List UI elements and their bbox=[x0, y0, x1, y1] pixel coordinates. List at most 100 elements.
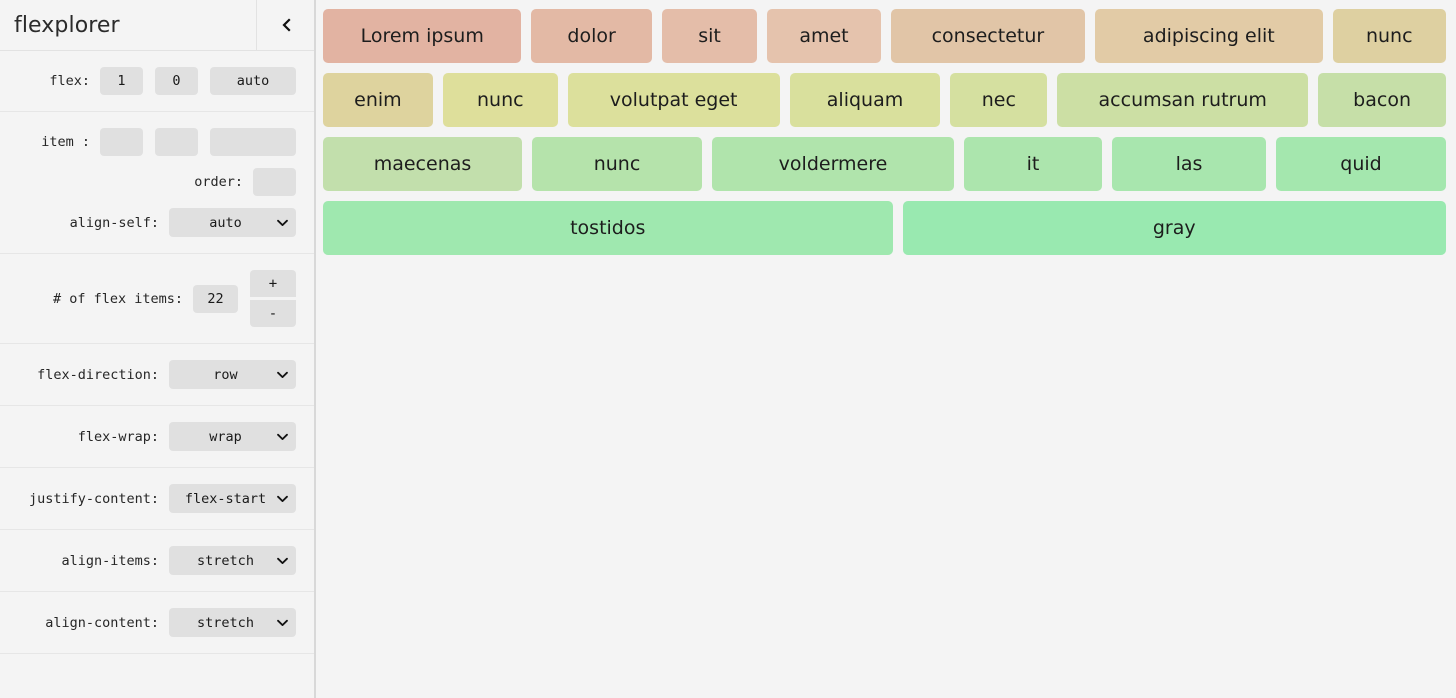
control-label: align-content: bbox=[45, 614, 159, 631]
flex-item-label: voldermere bbox=[778, 153, 888, 175]
controls-sidebar: flexplorer flex:item :order:align-self:a… bbox=[0, 0, 316, 698]
flex-item-label: enim bbox=[354, 89, 402, 111]
sidebar-section-flex-shorthand: flex: bbox=[0, 51, 314, 112]
sidebar-section-flex-item-count: # of flex items:+- bbox=[0, 254, 314, 344]
control-row: flex-wrap: nowrapwrapwrap-reverse bbox=[0, 416, 314, 457]
flex-item[interactable]: nunc bbox=[442, 73, 558, 127]
flex-item[interactable]: it bbox=[964, 137, 1102, 191]
flex-item-label: tostidos bbox=[570, 217, 646, 239]
select-wrapper-align-items: stretchflex-startflex-endcenterbaseline bbox=[169, 546, 296, 575]
control-row: item : bbox=[0, 122, 314, 162]
control-label: flex: bbox=[49, 73, 90, 89]
flex-item[interactable]: dolor bbox=[531, 9, 652, 63]
flex-item-label: quid bbox=[1340, 153, 1382, 175]
select-wrapper-item-properties: autoflex-startflex-endcenterbaselinestre… bbox=[169, 208, 296, 237]
flex-item-label: bacon bbox=[1353, 89, 1411, 111]
control-label: # of flex items: bbox=[52, 290, 183, 307]
select-flex-direction[interactable]: rowrow-reversecolumncolumn-reverse bbox=[169, 360, 296, 389]
flex-item-label: it bbox=[1026, 153, 1040, 175]
flex-item[interactable]: adipiscing elit bbox=[1095, 9, 1323, 63]
flex-item[interactable]: las bbox=[1112, 137, 1266, 191]
flex-item-label: consectetur bbox=[931, 25, 1045, 47]
flex-item[interactable]: consectetur bbox=[890, 9, 1086, 63]
flex-item[interactable]: Lorem ipsum bbox=[323, 9, 522, 63]
sidebar-section-flex-wrap: flex-wrap: nowrapwrapwrap-reverse bbox=[0, 406, 314, 468]
select-flex-wrap[interactable]: nowrapwrapwrap-reverse bbox=[169, 422, 296, 451]
flex-item-label: nunc bbox=[593, 153, 641, 175]
sidebar-section-align-content: align-content: stretchflex-startflex-endc… bbox=[0, 592, 314, 654]
flex-item-label: aliquam bbox=[826, 89, 904, 111]
input-item-properties-0[interactable] bbox=[253, 168, 296, 196]
input-flex-shorthand-2[interactable] bbox=[210, 67, 296, 95]
input-flex-shorthand-0[interactable] bbox=[100, 67, 143, 95]
sidebar-section-justify-content: justify-content: flex-startflex-endcenter… bbox=[0, 468, 314, 530]
flex-item[interactable]: accumsan rutrum bbox=[1057, 73, 1309, 127]
select-item-properties[interactable]: autoflex-startflex-endcenterbaselinestre… bbox=[169, 208, 296, 237]
control-row: flex: bbox=[0, 61, 314, 101]
control-label: flex-wrap: bbox=[77, 428, 159, 445]
control-label: flex-direction: bbox=[37, 366, 159, 383]
item-count-stepper: +- bbox=[250, 270, 296, 327]
control-row: align-items: stretchflex-startflex-endcen… bbox=[0, 540, 314, 581]
flex-item[interactable]: nunc bbox=[1332, 9, 1446, 63]
chevron-left-icon bbox=[280, 18, 292, 32]
flex-item[interactable]: gray bbox=[902, 201, 1446, 255]
input-flex-shorthand-1[interactable] bbox=[155, 67, 198, 95]
control-label: align-items: bbox=[61, 552, 159, 569]
control-label: order: bbox=[194, 174, 243, 190]
flex-item[interactable]: amet bbox=[767, 9, 881, 63]
app-title: flexplorer bbox=[14, 12, 120, 38]
flex-item[interactable]: sit bbox=[661, 9, 758, 63]
control-label: item : bbox=[41, 134, 90, 150]
flex-item[interactable]: quid bbox=[1276, 137, 1446, 191]
select-wrapper-flex-direction: rowrow-reversecolumncolumn-reverse bbox=[169, 360, 296, 389]
flex-item[interactable]: aliquam bbox=[789, 73, 941, 127]
input-item-properties-2[interactable] bbox=[210, 128, 296, 156]
sidebar-section-item-properties: item : order: align-self: autoflex-startfle… bbox=[0, 112, 314, 254]
flex-item-label: las bbox=[1175, 153, 1203, 175]
flex-item-label: nunc bbox=[1365, 25, 1413, 47]
flex-item[interactable]: bacon bbox=[1318, 73, 1447, 127]
input-flex-item-count-0[interactable] bbox=[193, 284, 238, 313]
flex-item[interactable]: nec bbox=[950, 73, 1048, 127]
control-row: align-content: stretchflex-startflex-endc… bbox=[0, 602, 314, 643]
flex-item-label: accumsan rutrum bbox=[1098, 89, 1267, 111]
flex-item[interactable]: volutpat eget bbox=[567, 73, 780, 127]
flex-item[interactable]: tostidos bbox=[323, 201, 893, 255]
control-label: justify-content: bbox=[28, 490, 159, 507]
flex-item[interactable]: nunc bbox=[532, 137, 702, 191]
select-wrapper-align-content: stretchflex-startflex-endcenterspace-bet… bbox=[169, 608, 296, 637]
flex-item-label: maecenas bbox=[373, 153, 472, 175]
sidebar-section-flex-direction: flex-direction: rowrow-reversecolumncolum… bbox=[0, 344, 314, 406]
control-row: flex-direction: rowrow-reversecolumncolum… bbox=[0, 354, 314, 395]
flex-item[interactable]: voldermere bbox=[712, 137, 954, 191]
control-row: justify-content: flex-startflex-endcenter… bbox=[0, 478, 314, 519]
select-justify-content[interactable]: flex-startflex-endcenterspace-betweenspa… bbox=[169, 484, 296, 513]
flex-item-label: gray bbox=[1152, 217, 1196, 239]
flex-item-label: nec bbox=[981, 89, 1016, 111]
decrement-items-button[interactable]: - bbox=[250, 300, 296, 327]
sidebar-collapse-button[interactable] bbox=[256, 0, 314, 51]
select-align-items[interactable]: stretchflex-startflex-endcenterbaseline bbox=[169, 546, 296, 575]
flex-item[interactable]: maecenas bbox=[323, 137, 522, 191]
sidebar-section-align-items: align-items: stretchflex-startflex-endcen… bbox=[0, 530, 314, 592]
select-align-content[interactable]: stretchflex-startflex-endcenterspace-bet… bbox=[169, 608, 296, 637]
control-row: align-self: autoflex-startflex-endcenterb… bbox=[0, 202, 314, 243]
flex-item-label: volutpat eget bbox=[609, 89, 738, 111]
flex-item-label: Lorem ipsum bbox=[360, 25, 484, 47]
control-label: align-self: bbox=[69, 214, 159, 231]
input-item-properties-1[interactable] bbox=[155, 128, 198, 156]
sidebar-sections: flex: item : order: align-self: autoflex-sta… bbox=[0, 51, 314, 654]
select-wrapper-flex-wrap: nowrapwrapwrap-reverse bbox=[169, 422, 296, 451]
input-item-properties-0[interactable] bbox=[100, 128, 143, 156]
flex-item-label: adipiscing elit bbox=[1142, 25, 1275, 47]
flex-item-label: nunc bbox=[477, 89, 524, 111]
flex-item[interactable]: enim bbox=[323, 73, 433, 127]
flex-item-label: dolor bbox=[567, 25, 616, 47]
select-wrapper-justify-content: flex-startflex-endcenterspace-betweenspa… bbox=[169, 484, 296, 513]
increment-items-button[interactable]: + bbox=[250, 270, 296, 297]
control-row: order: bbox=[0, 162, 314, 202]
